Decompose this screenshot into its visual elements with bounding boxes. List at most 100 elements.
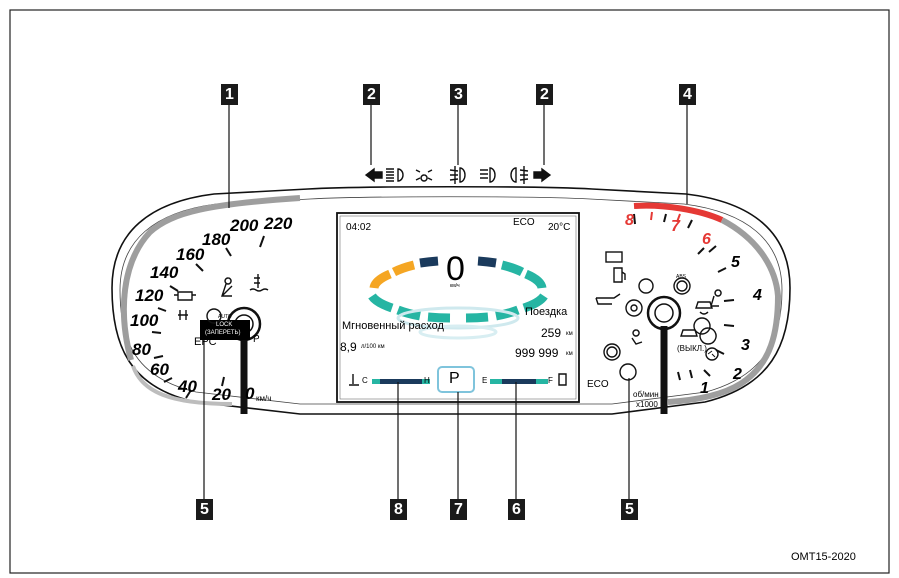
speed-label-40: 40 <box>178 377 197 396</box>
figure-code: OMT15-2020 <box>791 551 856 563</box>
esc-off-label: (ВЫКЛ.) <box>677 344 707 353</box>
instant-consumption-value: 8,9 <box>340 340 357 354</box>
speed-label-20: 20 <box>212 385 231 404</box>
figure-frame <box>9 9 890 574</box>
esc-off-icon <box>695 301 713 315</box>
speed-arc-segments <box>368 256 548 323</box>
steering-warning-icon <box>680 329 698 337</box>
odometer-value: 999 999 <box>515 346 559 360</box>
display-speed-unit: км/ч <box>450 283 460 289</box>
callout-1: 1 <box>221 84 238 105</box>
callout-4: 4 <box>679 84 696 105</box>
rear-fog-light-icon <box>510 166 529 184</box>
fuel-low-label: E <box>482 376 488 385</box>
rpm-label-3: 3 <box>741 337 750 354</box>
screen-temp-icon <box>349 374 359 386</box>
rpm-label-1: 1 <box>700 380 709 397</box>
turn-left-arrow-icon <box>364 167 383 183</box>
callout-leaders <box>203 95 688 500</box>
rpm-label-2: 2 <box>733 366 742 383</box>
trip-value: 259 <box>541 326 562 340</box>
front-fog-light-icon <box>449 166 466 184</box>
speed-label-120: 120 <box>135 286 164 305</box>
callout-3: 3 <box>450 84 467 105</box>
airbag-warning-icon <box>631 329 643 345</box>
temp-low-label: C <box>362 376 368 385</box>
speed-label-200: 200 <box>230 216 259 235</box>
trip-unit: км <box>566 331 573 337</box>
speed-label-100: 100 <box>130 311 159 330</box>
lock-label-2: (ЗАПЕРЕТЬ) <box>205 330 241 336</box>
oil-pressure-icon <box>595 293 621 305</box>
fuel-low-icon <box>613 267 626 283</box>
speedometer-arc <box>120 195 301 361</box>
callout-2-left: 2 <box>363 84 380 105</box>
rpm-label-4: 4 <box>753 287 762 304</box>
high-beam-icon <box>386 168 404 182</box>
callout-5-left: 5 <box>196 499 213 520</box>
lock-label-box <box>200 320 250 340</box>
display-time: 04:02 <box>346 222 372 233</box>
rpm-label-6: 6 <box>702 231 711 248</box>
epb-warning-icon <box>699 325 701 327</box>
speedometer-arc-lower <box>131 365 233 406</box>
parking-brake-icon <box>603 343 621 361</box>
tacho-eco-label: ECO <box>587 379 609 390</box>
epc-label: EPC <box>194 336 217 348</box>
callout-6: 6 <box>508 499 525 520</box>
transmission-warning-icon <box>699 327 717 345</box>
screen-fuel-icon <box>558 373 567 386</box>
speed-label-60: 60 <box>150 360 169 379</box>
speed-label-140: 140 <box>150 263 179 282</box>
speed-label-220: 220 <box>264 214 293 233</box>
instant-consumption-label: Мгновенный расход <box>342 320 444 332</box>
rpm-label-5: 5 <box>731 254 740 271</box>
tachometer-ticks <box>633 213 735 381</box>
trip-label: Поездка <box>525 306 568 318</box>
odometer-unit: км <box>566 351 573 357</box>
tachometer-arc <box>667 217 782 405</box>
speedometer-needle <box>240 337 248 414</box>
coolant-temperature-icon <box>249 274 269 292</box>
rpm-label-8: 8 <box>625 212 634 229</box>
abs-label: ABS <box>676 274 687 280</box>
callout-7: 7 <box>450 499 467 520</box>
rpm-unit-1: об/мин <box>633 390 659 399</box>
abs-warning-icon <box>673 277 691 295</box>
fuel-high-label: F <box>548 376 553 385</box>
temp-high-label: H <box>424 376 430 385</box>
callout-2-right: 2 <box>536 84 553 105</box>
speedometer-ticks <box>151 235 265 399</box>
engine-check-icon <box>174 291 196 301</box>
speed-arc-glow <box>396 306 520 330</box>
speed-label-160: 160 <box>176 245 205 264</box>
low-beam-icon <box>480 167 496 183</box>
parking-light-icon <box>415 169 433 182</box>
brake-warning-icon <box>619 363 637 381</box>
speed-label-0: 0 <box>245 384 255 403</box>
speed-unit: км/ч <box>256 394 272 403</box>
speed-label-80: 80 <box>132 340 151 359</box>
immobilizer-icon <box>178 310 188 320</box>
tpms-warning-icon <box>638 278 654 294</box>
turn-right-arrow-icon <box>533 167 552 183</box>
seatbelt-rear-icon <box>710 289 722 307</box>
callout-8: 8 <box>390 499 407 520</box>
battery-warning-icon <box>605 251 623 263</box>
tachometer-needle <box>660 326 668 414</box>
display-eco: ECO <box>513 217 535 228</box>
tachometer-red-zone <box>633 202 724 223</box>
instant-consumption-unit: л/100 км <box>361 344 385 350</box>
display-speed: 0 <box>446 250 465 288</box>
lock-label-1: LOCK <box>216 322 233 328</box>
gear-indicator: P <box>449 370 460 387</box>
auto-hold-icon <box>206 308 222 324</box>
callout-5-right: 5 <box>621 499 638 520</box>
rpm-unit-2: x1000 <box>636 400 658 409</box>
gear-indicator-box <box>437 366 475 393</box>
park-label: P <box>253 334 260 345</box>
rpm-label-7: 7 <box>671 218 680 235</box>
display-temperature: 20°C <box>548 222 571 233</box>
